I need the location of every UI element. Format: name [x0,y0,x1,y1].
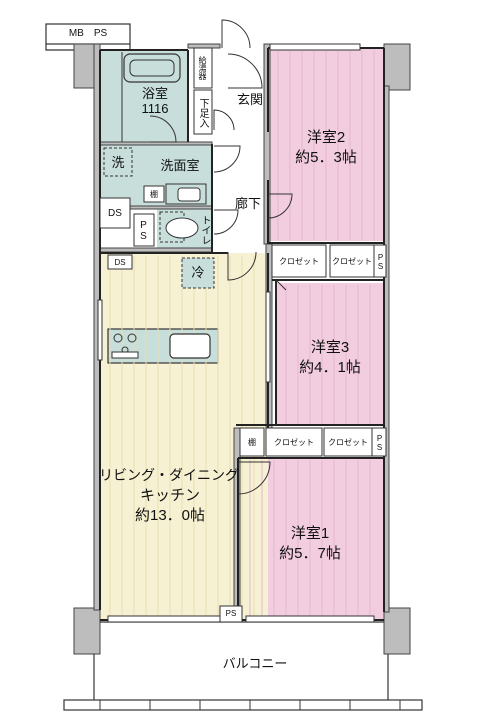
doors [149,19,293,495]
ds-box-upper [99,197,131,229]
closet-room2-b: クロゼット [332,257,372,266]
closet-room2-a: クロゼット [279,257,319,266]
bathtub [123,53,181,83]
ps-box-bottom [219,605,243,623]
room3-size: 約4．1帖 [299,359,361,376]
washer-label: 洗 [111,155,125,170]
ds-label-ldk: DS [114,258,126,267]
room2-size: 約5．3帖 [295,149,357,166]
toilet-label: トイレ [199,215,210,245]
kitchen-sink [169,333,211,359]
washer-box [103,147,133,177]
closet-room1-a: クロゼット [274,438,314,447]
ps-box-upper [133,213,155,247]
ldk-name2: キッチン [139,487,200,504]
fridge-label: 冷 [191,265,205,280]
ps-label-room2: PS [376,253,385,271]
room-floor-stripes [249,50,375,620]
closets [239,244,387,457]
room1-name: 洋室1 [290,525,330,542]
washroom-label: 洗面室 [160,158,200,173]
hallway-label: 廊下 [234,196,261,211]
balcony-label: バルコニー [222,656,288,671]
shelf-label-room1: 棚 [248,438,256,447]
bathroom-name: 浴室 [141,86,168,101]
ps-label-bottom: PS [225,609,237,618]
mb-ps-label: MB PS [68,28,108,39]
toilet-bowl [165,217,199,239]
balcony-rail-posts [99,700,401,710]
stove [111,333,139,359]
entrance-label: 玄関 [236,92,263,107]
room1-size: 約5．7帖 [279,545,341,562]
room2-name: 洋室2 [306,129,346,146]
ldk-size: 約13．0帖 [134,507,206,524]
water-heater-box [193,47,213,89]
shoe-box [193,89,213,135]
closet-room1-b: クロゼット [328,438,368,447]
bathroom-size: 1116 [141,101,169,116]
room3-floor [276,283,384,425]
fridge-space [181,257,215,289]
ps-label-upper: PS [138,220,149,242]
ds-label-upper: DS [108,208,122,219]
ps-label-room1: PS [375,434,384,452]
room3-name: 洋室3 [310,339,350,356]
ldk-name: リビング・ダイニング [99,467,239,483]
shelf-label-upper: 棚 [150,190,158,199]
water-heater-label: 給湯器 [198,56,207,80]
shoe-box-label: 下足入 [197,98,208,128]
shelf-box [143,185,165,203]
ds-box-ldk [107,254,133,270]
